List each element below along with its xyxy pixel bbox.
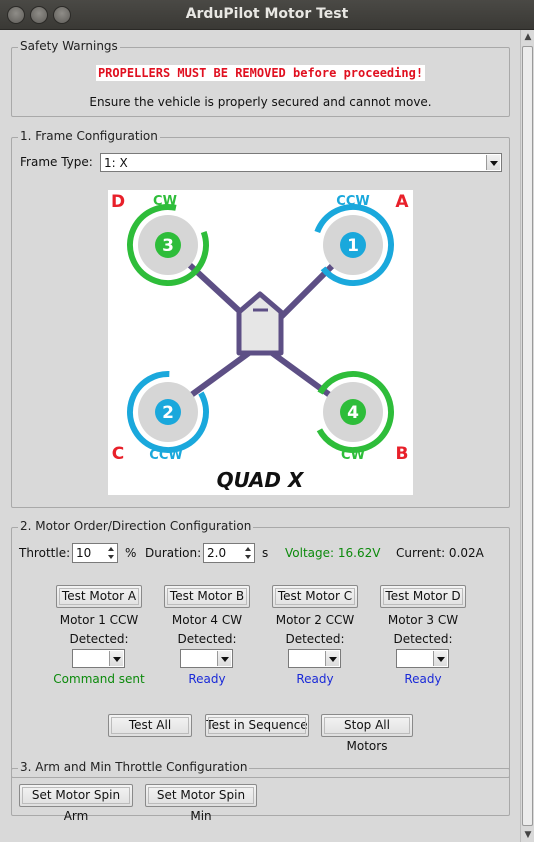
- test-all-label: Test All: [128, 718, 172, 732]
- frame-caption: QUAD X: [217, 468, 305, 492]
- set-motor-spin-min-label: Set Motor Spin Min: [156, 788, 246, 823]
- safety-warnings-label: Safety Warnings: [18, 39, 120, 53]
- motor-3-number: 3: [162, 236, 174, 256]
- frame-diagram: 3 1 2 4 D A C B CW CCW CCW CW QUAD X: [108, 190, 413, 495]
- vertical-scrollbar[interactable]: ▲ ▼: [520, 30, 534, 842]
- arm-min-throttle-label: 3. Arm and Min Throttle Configuration: [18, 760, 250, 774]
- frame-type-select[interactable]: 1: X: [100, 153, 502, 172]
- motor-letter-c: C: [112, 444, 124, 464]
- test-all-button[interactable]: Test All: [108, 714, 192, 737]
- motor-a-desc: Motor 1 CCW: [59, 613, 139, 627]
- motor-1-icon: [312, 204, 394, 286]
- propeller-warning: PROPELLERS MUST BE REMOVED before procee…: [12, 65, 509, 81]
- title-bar: ArduPilot Motor Test: [0, 0, 534, 30]
- motor-letter-d: D: [111, 192, 125, 212]
- stop-all-motors-button[interactable]: Stop All Motors: [321, 714, 413, 753]
- duration-label: Duration:: [145, 546, 202, 560]
- duration-stepper[interactable]: [243, 545, 253, 561]
- chevron-down-icon[interactable]: [109, 651, 123, 666]
- set-motor-spin-arm-label: Set Motor Spin Arm: [31, 788, 121, 823]
- motor-3-icon: [127, 204, 209, 286]
- duration-increment-icon[interactable]: [243, 545, 253, 553]
- frame-type-label: Frame Type:: [20, 155, 93, 169]
- motor-2-icon: [127, 371, 209, 453]
- quad-x-diagram: 3 1 2 4 D A C B CW CCW CCW CW QUAD X: [111, 192, 409, 492]
- voltage-readout: Voltage: 16.62V: [285, 546, 381, 560]
- motor-4-direction: CW: [341, 448, 365, 463]
- chevron-down-icon[interactable]: [325, 651, 339, 666]
- motor-4-icon: [312, 371, 394, 453]
- motor-c-desc: Motor 2 CCW: [275, 613, 355, 627]
- frame-configuration-group: 1. Frame Configuration: [11, 129, 510, 508]
- motor-d-detected-select[interactable]: [396, 649, 449, 668]
- test-motor-b-label: Test Motor B: [169, 589, 245, 603]
- test-in-sequence-button[interactable]: Test in Sequence: [205, 714, 309, 737]
- main-content: Safety Warnings PROPELLERS MUST BE REMOV…: [0, 30, 520, 842]
- motor-a-status: Command sent: [53, 672, 145, 686]
- frame-type-value: 1: X: [104, 156, 128, 170]
- test-motor-a-label: Test Motor A: [61, 589, 137, 603]
- motor-order-label: 2. Motor Order/Direction Configuration: [18, 519, 254, 533]
- frame-configuration-label: 1. Frame Configuration: [18, 129, 160, 143]
- test-motor-c-button[interactable]: Test Motor C: [272, 585, 358, 608]
- motor-d-detected-label: Detected:: [393, 632, 453, 646]
- motor-letter-b: B: [396, 444, 409, 464]
- motor-b-desc: Motor 4 CW: [171, 613, 243, 627]
- throttle-decrement-icon[interactable]: [106, 553, 116, 561]
- test-in-sequence-label: Test in Sequence: [206, 718, 308, 732]
- secure-vehicle-warning: Ensure the vehicle is properly secured a…: [89, 95, 432, 109]
- motor-c-detected-label: Detected:: [285, 632, 345, 646]
- test-motor-d-label: Test Motor D: [385, 589, 461, 603]
- throttle-increment-icon[interactable]: [106, 545, 116, 553]
- arm-min-throttle-group: 3. Arm and Min Throttle Configuration: [11, 760, 510, 816]
- test-motor-d-button[interactable]: Test Motor D: [380, 585, 466, 608]
- motor-a-detected-label: Detected:: [69, 632, 129, 646]
- motor-a-detected-select[interactable]: [72, 649, 125, 668]
- close-window-button[interactable]: [7, 6, 25, 24]
- motor-4-number: 4: [347, 403, 359, 423]
- frame-body: [236, 291, 284, 356]
- test-motor-a-button[interactable]: Test Motor A: [56, 585, 142, 608]
- motor-1-number: 1: [347, 236, 359, 256]
- duration-value: 2.0: [207, 546, 227, 560]
- throttle-stepper[interactable]: [106, 545, 116, 561]
- throttle-unit: %: [125, 546, 137, 560]
- motor-d-status: Ready: [404, 672, 442, 686]
- current-readout: Current: 0.02A: [396, 546, 484, 560]
- motor-c-detected-select[interactable]: [288, 649, 341, 668]
- window-title: ArduPilot Motor Test: [185, 6, 349, 22]
- scroll-thumb[interactable]: [522, 46, 533, 826]
- scroll-up-arrow-icon[interactable]: ▲: [524, 32, 532, 42]
- motor-d-desc: Motor 3 CW: [387, 613, 459, 627]
- set-motor-spin-min-button[interactable]: Set Motor Spin Min: [145, 784, 257, 823]
- chevron-down-icon[interactable]: [486, 155, 500, 170]
- set-motor-spin-arm-button[interactable]: Set Motor Spin Arm: [19, 784, 133, 823]
- throttle-value: 10: [76, 546, 92, 560]
- chevron-down-icon[interactable]: [433, 651, 447, 666]
- minimize-window-button[interactable]: [30, 6, 48, 24]
- motor-b-detected-select[interactable]: [180, 649, 233, 668]
- throttle-spinbox[interactable]: 10: [72, 543, 118, 563]
- motor-2-direction: CCW: [149, 448, 182, 463]
- duration-unit: s: [262, 546, 269, 560]
- motor-b-status: Ready: [188, 672, 226, 686]
- motor-2-number: 2: [162, 403, 174, 423]
- maximize-window-button[interactable]: [53, 6, 71, 24]
- safety-warnings-group: Safety Warnings PROPELLERS MUST BE REMOV…: [11, 39, 510, 117]
- throttle-label: Throttle:: [19, 546, 71, 560]
- motor-3-direction: CW: [153, 194, 177, 209]
- motor-letter-a: A: [395, 192, 409, 212]
- stop-all-motors-label: Stop All Motors: [344, 718, 390, 753]
- propeller-warning-text: PROPELLERS MUST BE REMOVED before procee…: [95, 65, 426, 81]
- duration-spinbox[interactable]: 2.0: [203, 543, 255, 563]
- motor-c-status: Ready: [296, 672, 334, 686]
- motor-order-group: 2. Motor Order/Direction Configuration: [11, 519, 510, 778]
- chevron-down-icon[interactable]: [217, 651, 231, 666]
- motor-1-direction: CCW: [336, 194, 369, 209]
- test-motor-b-button[interactable]: Test Motor B: [164, 585, 250, 608]
- test-motor-c-label: Test Motor C: [277, 589, 353, 603]
- motor-b-detected-label: Detected:: [177, 632, 237, 646]
- duration-decrement-icon[interactable]: [243, 553, 253, 561]
- scroll-down-arrow-icon[interactable]: ▼: [524, 830, 532, 840]
